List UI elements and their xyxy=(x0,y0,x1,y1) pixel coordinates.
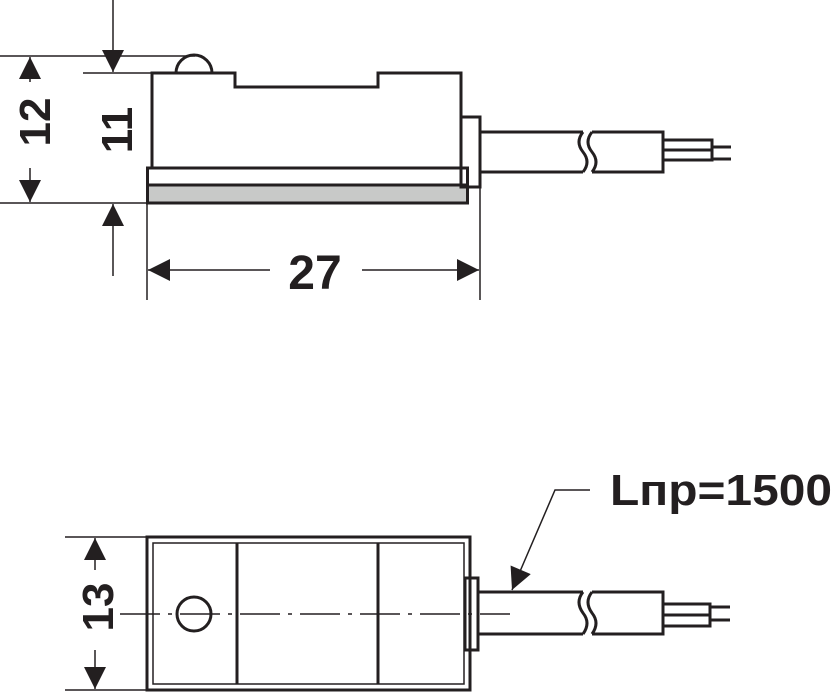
side-view: 12 11 27 xyxy=(0,0,731,300)
wires xyxy=(663,138,731,162)
top-view: Lпр=1500 13 xyxy=(65,466,832,692)
cable xyxy=(480,130,665,174)
sensor-body xyxy=(150,71,463,167)
dim-label-13: 13 xyxy=(74,583,123,632)
wires xyxy=(663,602,730,628)
dim-label-11: 11 xyxy=(93,107,142,154)
cable xyxy=(478,590,665,636)
cable-connector xyxy=(463,576,480,652)
mounting-plate xyxy=(146,166,469,187)
bump xyxy=(174,53,214,74)
gray-plate xyxy=(146,183,469,205)
cable-connector xyxy=(459,115,482,189)
dim-label-12: 12 xyxy=(11,98,60,147)
dim-label-27: 27 xyxy=(288,247,341,300)
cable-length-label: Lпр=1500 xyxy=(610,466,832,515)
leader-line xyxy=(510,489,590,591)
